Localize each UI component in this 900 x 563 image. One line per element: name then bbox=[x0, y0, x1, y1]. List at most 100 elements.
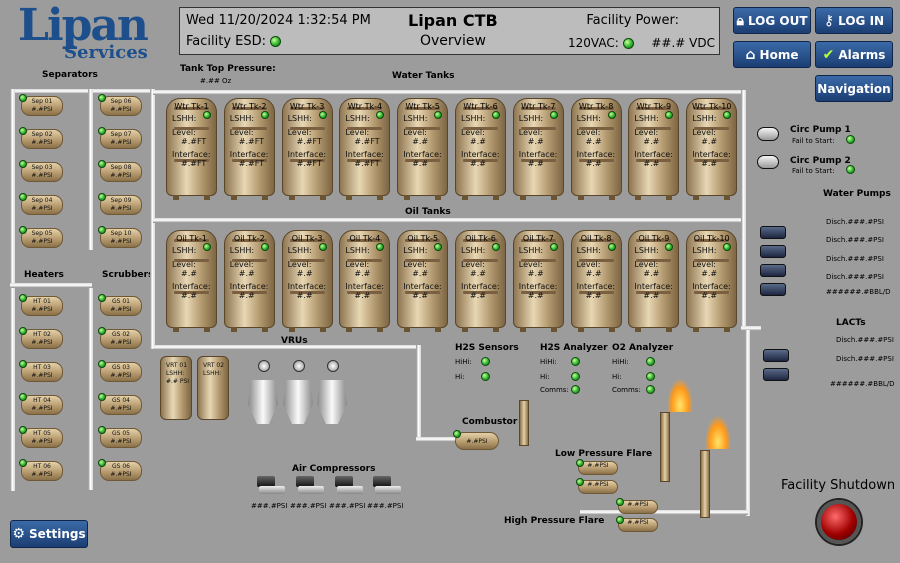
tank-leg bbox=[493, 195, 499, 200]
vrt-01-tank[interactable]: VRT 01 LSHH: #.# PSI bbox=[160, 356, 192, 420]
tank-field: Interface: bbox=[229, 282, 269, 291]
lp-flare-vessel-1[interactable]: #.#PSI bbox=[576, 459, 618, 475]
heaters-5-vessel[interactable]: HT 06#.#PSI bbox=[19, 459, 63, 481]
hp-flare-vessel-1[interactable]: #.#PSI bbox=[616, 498, 658, 514]
separators-6-vessel[interactable]: Sep 07#.#PSI bbox=[98, 127, 142, 149]
gear-icon: ⚙ bbox=[12, 526, 25, 542]
logout-button[interactable]: 🔒︎LOG OUT bbox=[733, 7, 811, 34]
navigation-button[interactable]: Navigation bbox=[815, 75, 893, 102]
lp-flare-vessel-2[interactable]: #.#PSI bbox=[576, 478, 618, 494]
vru-3-icon[interactable] bbox=[317, 360, 347, 424]
separators-3-vessel[interactable]: Sep 04#.#PSI bbox=[19, 193, 63, 215]
home-button[interactable]: ⌂Home bbox=[733, 41, 811, 68]
scrubbers-4-vessel[interactable]: GS 05#.#PSI bbox=[98, 426, 142, 448]
vac-status: 120VAC: bbox=[568, 36, 634, 50]
separators-0-psi: #.#PSI bbox=[31, 106, 53, 113]
separators-5-vessel[interactable]: Sep 06#.#PSI bbox=[98, 94, 142, 116]
tank-band bbox=[405, 259, 441, 262]
tank-band bbox=[405, 239, 441, 242]
tank-band bbox=[289, 239, 325, 242]
hp-flare-vessel-2[interactable]: #.#PSI bbox=[616, 516, 658, 532]
combustor-vessel[interactable]: #.#PSI bbox=[453, 430, 499, 450]
tank-field: LSHH: bbox=[518, 246, 544, 255]
lact-1-icon[interactable] bbox=[763, 349, 789, 362]
heaters-3-vessel[interactable]: HT 04#.#PSI bbox=[19, 393, 63, 415]
pipe bbox=[416, 437, 456, 442]
water_tanks-0-label: Wtr Tk-1 bbox=[174, 102, 209, 111]
circ-pump-1-heading: Circ Pump 1 bbox=[790, 125, 851, 135]
separators-9-vessel[interactable]: Sep 10#.#PSI bbox=[98, 226, 142, 248]
heaters-1-vessel[interactable]: HT 02#.#PSI bbox=[19, 327, 63, 349]
air-compressor-4-icon[interactable] bbox=[373, 476, 401, 494]
scrubbers-3-label: GS 04 bbox=[112, 397, 130, 404]
water-pump-2-icon[interactable] bbox=[760, 245, 786, 258]
circ-pump-1-icon[interactable] bbox=[757, 127, 779, 141]
separators-4-vessel[interactable]: Sep 05#.#PSI bbox=[19, 226, 63, 248]
air-compressor-3-icon[interactable] bbox=[335, 476, 363, 494]
login-button[interactable]: ⚷LOG IN bbox=[815, 7, 893, 34]
tank-field: Level: bbox=[461, 128, 485, 137]
scrubbers-0-vessel[interactable]: GS 01#.#PSI bbox=[98, 294, 142, 316]
login-label: LOG IN bbox=[838, 13, 885, 28]
lact-2-icon[interactable] bbox=[763, 368, 789, 381]
key-icon: ⚷ bbox=[823, 12, 835, 29]
separators-2-vessel[interactable]: Sep 03#.#PSI bbox=[19, 160, 63, 182]
separators-8-vessel[interactable]: Sep 09#.#PSI bbox=[98, 193, 142, 215]
alarms-button[interactable]: ✔Alarms bbox=[815, 41, 893, 68]
air-compressor-2-icon[interactable] bbox=[296, 476, 324, 494]
vru-2-icon[interactable] bbox=[283, 360, 313, 424]
separators-0-vessel[interactable]: Sep 01#.#PSI bbox=[19, 94, 63, 116]
settings-button[interactable]: ⚙Settings bbox=[10, 520, 88, 548]
vru-1-icon[interactable] bbox=[248, 360, 278, 424]
tank-field: LSHH: bbox=[345, 114, 370, 123]
heaters-4-vessel[interactable]: HT 05#.#PSI bbox=[19, 426, 63, 448]
heaters-0-vessel[interactable]: HT 01#.#PSI bbox=[19, 294, 63, 316]
vrt-01-lshh-label: LSHH: bbox=[166, 370, 185, 377]
tank-band bbox=[694, 259, 730, 262]
scrubbers-3-vessel[interactable]: GS 04#.#PSI bbox=[98, 393, 142, 415]
tank-leg bbox=[550, 327, 557, 332]
scrubbers-1-vessel[interactable]: GS 02#.#PSI bbox=[98, 327, 142, 349]
scrubbers-5-vessel[interactable]: GS 06#.#PSI bbox=[98, 459, 142, 481]
water-pump-1-icon[interactable] bbox=[760, 226, 786, 239]
air-compressor-1-icon[interactable] bbox=[257, 476, 285, 494]
tank-band bbox=[578, 291, 614, 294]
tank-field: Level: bbox=[518, 260, 543, 269]
separators-1-label: Sep 02 bbox=[31, 131, 53, 138]
lp-flame-icon bbox=[667, 378, 693, 412]
circ-pump-2-icon[interactable] bbox=[757, 155, 779, 169]
scrubbers-2-vessel[interactable]: GS 03#.#PSI bbox=[98, 360, 142, 382]
tank-field: #.# bbox=[527, 291, 544, 300]
water-pump-3-icon[interactable] bbox=[760, 264, 786, 277]
separators-5-psi: #.#PSI bbox=[110, 106, 132, 113]
separators-9-psi: #.#PSI bbox=[110, 238, 132, 245]
separators-7-vessel[interactable]: Sep 08#.#PSI bbox=[98, 160, 142, 182]
logo-subtext: Services bbox=[64, 42, 148, 63]
facility-shutdown-button[interactable] bbox=[817, 500, 861, 544]
heaters-4-label: HT 05 bbox=[33, 430, 51, 437]
water-pump-4-icon[interactable] bbox=[760, 283, 786, 296]
heaters-2-vessel[interactable]: HT 03#.#PSI bbox=[19, 360, 63, 382]
vrt-02-tank[interactable]: VRT 02 LSHH: bbox=[197, 356, 229, 420]
separators-1-vessel[interactable]: Sep 02#.#PSI bbox=[19, 127, 63, 149]
